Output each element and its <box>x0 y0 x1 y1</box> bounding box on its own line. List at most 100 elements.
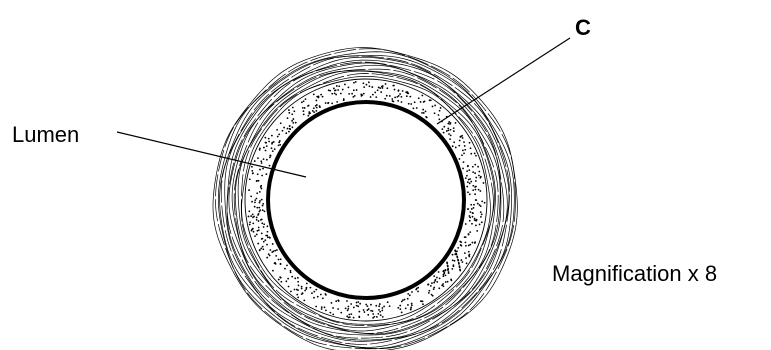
stipple-dot <box>256 219 258 221</box>
stipple-dot <box>479 224 481 226</box>
stipple-dot <box>258 207 260 209</box>
stipple-dot <box>404 299 406 301</box>
stipple-dot <box>475 177 477 179</box>
stipple-dot <box>261 175 263 177</box>
stipple-dot <box>356 305 358 307</box>
stipple-dot <box>374 92 376 94</box>
stipple-dot <box>347 308 349 310</box>
stipple-dot <box>262 209 264 211</box>
stipple-dot <box>452 254 454 256</box>
stipple-dot <box>313 107 315 109</box>
stipple-dot <box>316 104 318 106</box>
stipple-dot <box>304 290 306 292</box>
stipple-dot <box>387 301 389 303</box>
stipple-dot <box>266 159 268 161</box>
stipple-dot <box>266 225 268 227</box>
stipple-dot <box>473 204 475 206</box>
stipple-dot <box>359 303 361 305</box>
stipple-dot <box>433 287 435 289</box>
stipple-dot <box>312 110 314 112</box>
stipple-dot <box>422 303 424 305</box>
stipple-dot <box>420 300 422 302</box>
stipple-dot <box>315 100 317 102</box>
stipple-dot <box>469 220 471 222</box>
stipple-dot <box>443 285 445 287</box>
lumen-label: Lumen <box>12 122 79 147</box>
stipple-dot <box>469 217 471 219</box>
stipple-dot <box>276 249 278 251</box>
stipple-dot <box>469 193 471 195</box>
stipple-dot <box>398 95 400 97</box>
stipple-dot <box>475 225 477 227</box>
stipple-dot <box>463 141 465 143</box>
stipple-dot <box>325 294 327 296</box>
stipple-dot <box>321 306 323 308</box>
stipple-dot <box>265 142 267 144</box>
stipple-dot <box>285 280 287 282</box>
stipple-dot <box>481 221 483 223</box>
stipple-dot <box>382 316 384 318</box>
stipple-dot <box>333 88 335 90</box>
stipple-dot <box>468 179 470 181</box>
stipple-dot <box>459 158 461 160</box>
stipple-dot <box>267 231 269 233</box>
stipple-dot <box>464 145 466 147</box>
stipple-dot <box>363 86 365 88</box>
stipple-dot <box>257 243 259 245</box>
stipple-dot <box>407 304 409 306</box>
stipple-dot <box>361 94 363 96</box>
stipple-dot <box>385 83 387 85</box>
stipple-dot <box>285 132 287 134</box>
stipple-dot <box>447 266 449 268</box>
stipple-dot <box>278 259 280 261</box>
stipple-dot <box>346 300 348 302</box>
stipple-dot <box>278 279 280 281</box>
stipple-dot <box>469 182 471 184</box>
stipple-dot <box>466 262 468 264</box>
stipple-dot <box>446 263 448 265</box>
stipple-dot <box>399 93 401 95</box>
stipple-dot <box>309 112 311 114</box>
stipple-dot <box>278 134 280 136</box>
stipple-dot <box>287 117 289 119</box>
stipple-dot <box>266 257 268 259</box>
stipple-dot <box>260 185 262 187</box>
stipple-dot <box>322 96 324 98</box>
stipple-dot <box>269 249 271 251</box>
stipple-dot <box>306 283 308 285</box>
stipple-dot <box>336 101 338 103</box>
stipple-dot <box>475 186 477 188</box>
stipple-dot <box>280 277 282 279</box>
stipple-dot <box>428 292 430 294</box>
stipple-dot <box>383 306 385 308</box>
stipple-dot <box>258 213 260 215</box>
stipple-dot <box>474 164 476 166</box>
stipple-dot <box>454 260 456 262</box>
stipple-dot <box>410 308 412 310</box>
stipple-dot <box>251 201 253 203</box>
stipple-dot <box>315 110 317 112</box>
stipple-dot <box>357 305 359 307</box>
stipple-dot <box>347 306 349 308</box>
stipple-dot <box>382 307 384 309</box>
stipple-dot <box>263 158 265 160</box>
stipple-dot <box>478 171 480 173</box>
stipple-dot <box>338 300 340 302</box>
stipple-dot <box>461 154 463 156</box>
stipple-dot <box>259 169 261 171</box>
stipple-dot <box>337 89 339 91</box>
stipple-dot <box>263 226 265 228</box>
stipple-dot <box>474 241 476 243</box>
stipple-dot <box>249 221 251 223</box>
stipple-dot <box>282 130 284 132</box>
stipple-dot <box>266 173 268 175</box>
stipple-dot <box>295 122 297 124</box>
stipple-dot <box>414 101 416 103</box>
stipple-dot <box>433 282 435 284</box>
stipple-dot <box>472 212 474 214</box>
stipple-dot <box>302 107 304 109</box>
stipple-dot <box>402 90 404 92</box>
stipple-dot <box>480 216 482 218</box>
stipple-dot <box>298 284 300 286</box>
